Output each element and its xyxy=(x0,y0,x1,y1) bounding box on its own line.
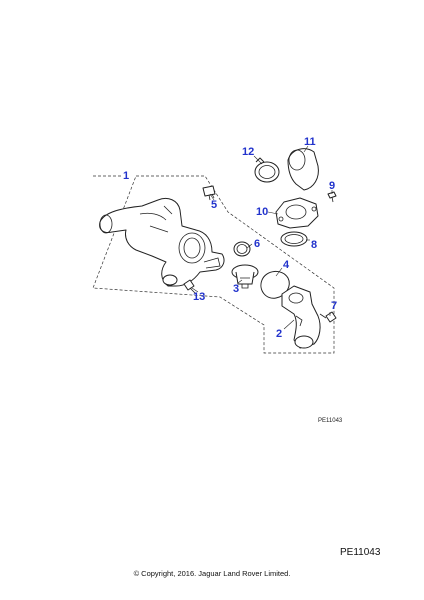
figure-ref-large: PE11043 xyxy=(340,547,381,558)
part-7-bolt xyxy=(319,311,337,323)
callout-5: 5 xyxy=(211,199,217,211)
part-6-o-ring xyxy=(233,241,251,257)
callout-6: 6 xyxy=(254,238,260,250)
part-1-thermostat-housing xyxy=(99,197,225,287)
part-12-hose-clip xyxy=(254,157,280,183)
callout-2: 2 xyxy=(276,328,282,340)
callout-7: 7 xyxy=(331,300,337,312)
figure-ref-small: PE11043 xyxy=(318,418,343,424)
leader-lines xyxy=(191,145,333,330)
callout-9: 9 xyxy=(329,180,335,192)
assembly-group-outline xyxy=(92,175,335,354)
callout-3: 3 xyxy=(233,283,239,295)
callout-12: 12 xyxy=(242,146,254,158)
part-13-bolt xyxy=(183,279,197,295)
callout-13: 13 xyxy=(193,291,205,303)
callout-4: 4 xyxy=(283,259,290,271)
callout-10: 10 xyxy=(256,206,268,218)
part-8-seal-ring xyxy=(280,231,308,247)
part-11-hose xyxy=(287,148,319,191)
callout-11: 11 xyxy=(304,136,316,148)
callout-1: 1 xyxy=(123,170,129,182)
callout-8: 8 xyxy=(311,239,317,251)
copyright-notice: © Copyright, 2016. Jaguar Land Rover Lim… xyxy=(134,569,291,578)
part-10-outlet-flange xyxy=(275,197,319,229)
part-5-temperature-sensor xyxy=(202,185,216,201)
part-2-elbow-outlet xyxy=(281,285,321,349)
